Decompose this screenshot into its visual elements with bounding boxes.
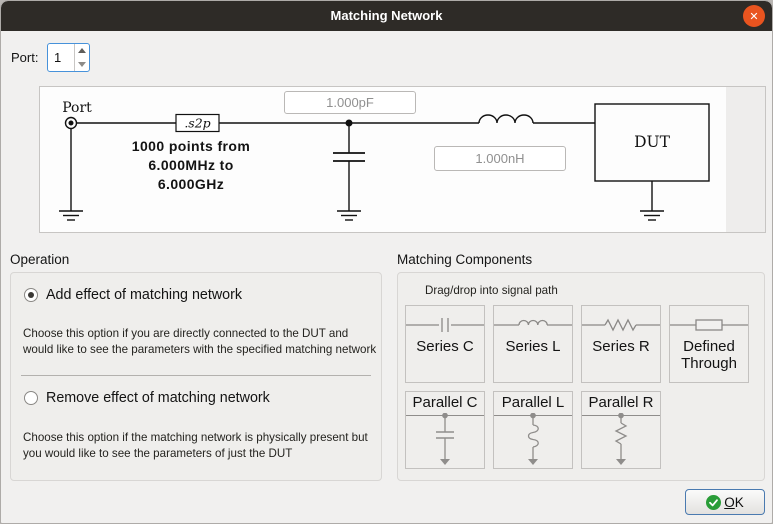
divider [21,375,371,376]
parallel-r-tile[interactable]: Parallel R [581,391,661,469]
remove-effect-description: Choose this option if the matching netwo… [23,431,368,460]
series-r-tile[interactable]: Series R [581,305,661,383]
dut-label: DUT [634,133,670,151]
port-spinbox[interactable] [47,43,90,72]
port-connector-icon [64,116,78,130]
series-capacitor-icon [406,318,484,332]
circuit-diagram: Port .s2p 1000 points from 6.000MHz to 6… [59,100,710,221]
parallel-l-tile[interactable]: Parallel L [493,391,573,469]
ok-button-label: OK [724,494,744,510]
defined-through-label: Defined Through [681,338,737,372]
chevron-down-icon [78,61,86,67]
title-bar: Matching Network ✕ [1,1,772,31]
matching-components-heading: Matching Components [397,252,533,267]
radio-selected-icon[interactable] [24,288,38,302]
s2p-label: .s2p [184,116,210,131]
spinbox-arrows [74,44,89,71]
close-icon: ✕ [749,10,759,23]
parallel-c-label: Parallel C [412,394,478,411]
series-inductor-icon [494,319,572,326]
series-r-label: Series R [592,338,650,355]
parallel-capacitor-icon [436,413,454,465]
ok-button[interactable]: OK [685,489,765,515]
check-circle-icon [706,494,722,510]
radio-add-effect-label: Add effect of matching network [46,287,243,303]
matching-components-groupbox: Drag/drop into signal path Series C [397,272,765,481]
port-symbol-label: Port [62,100,92,116]
defined-through-icon [670,319,748,331]
parallel-resistor-icon [614,413,628,465]
parallel-capacitor-icon [333,119,365,221]
radio-remove-effect-label: Remove effect of matching network [46,390,270,406]
circuit-canvas: Port .s2p 1000 points from 6.000MHz to 6… [40,87,726,232]
add-effect-description: Choose this option if you are directly c… [23,327,377,356]
defined-through-tile[interactable]: Defined Through [669,305,749,383]
parallel-r-label: Parallel R [588,394,654,411]
inductor-value-input[interactable] [434,146,566,171]
circuit-frame: Port .s2p 1000 points from 6.000MHz to 6… [39,86,766,233]
port-value-input[interactable] [48,44,74,71]
series-l-tile[interactable]: Series L [493,305,573,383]
drag-drop-hint: Drag/drop into signal path [425,284,558,297]
s2p-box [175,113,220,133]
spin-down-button[interactable] [75,58,89,72]
series-resistor-icon [582,318,660,332]
radio-add-effect[interactable]: Add effect of matching network [24,287,242,303]
operation-heading: Operation [10,252,70,267]
series-c-tile[interactable]: Series C [405,305,485,383]
close-button[interactable]: ✕ [743,5,765,27]
series-c-label: Series C [416,338,474,355]
radio-unselected-icon[interactable] [24,391,38,405]
parallel-c-tile[interactable]: Parallel C [405,391,485,469]
ground-icon [59,128,83,221]
window-title: Matching Network [330,8,443,23]
radio-remove-effect[interactable]: Remove effect of matching network [24,390,270,406]
port-label: Port: [11,50,39,65]
dut-box [594,103,710,182]
series-l-label: Series L [505,338,561,355]
capacitor-value-input[interactable] [284,91,416,114]
parallel-l-label: Parallel L [501,394,565,411]
sweep-info-line3: 6.000GHz [158,176,224,192]
sweep-info-line1: 1000 points from [132,138,250,154]
operation-groupbox: Add effect of matching network Choose th… [10,272,382,481]
chevron-up-icon [78,48,86,54]
parallel-inductor-icon [527,413,539,465]
series-inductor-icon [478,114,534,124]
sweep-info-line2: 6.000MHz to [148,157,233,173]
ground-icon [640,181,664,221]
spin-up-button[interactable] [75,44,89,58]
